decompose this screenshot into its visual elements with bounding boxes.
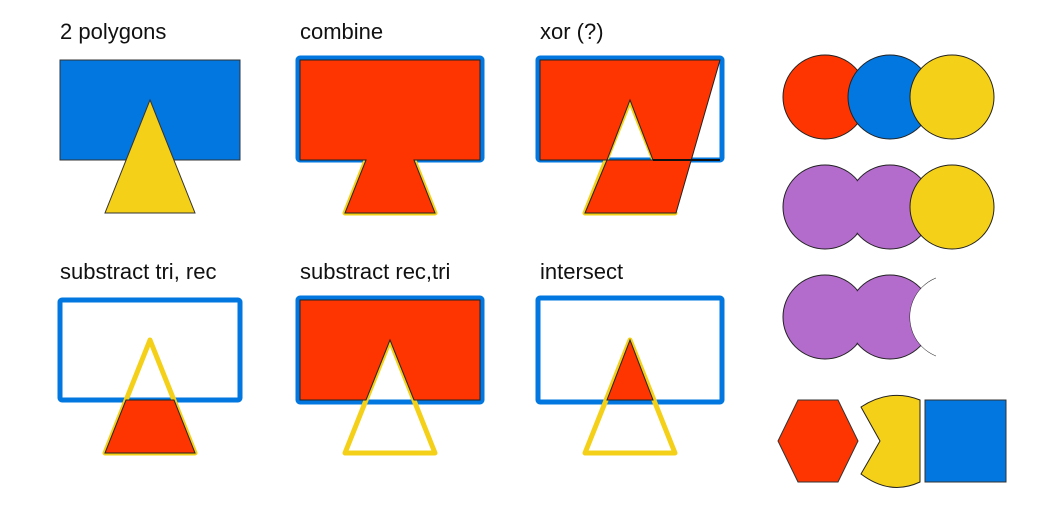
difference-shape	[299, 299, 481, 401]
yellow-circle	[909, 54, 995, 140]
intersect-result	[535, 295, 725, 456]
circles-row-3	[782, 270, 1006, 365]
xor-shape	[539, 59, 721, 214]
triangle	[104, 98, 196, 214]
yellow-circle	[909, 164, 995, 250]
bite-fill	[910, 275, 994, 359]
two-polygons	[59, 59, 241, 214]
subtract-tri-rec-result	[57, 297, 243, 456]
label-xor: xor (?)	[540, 19, 604, 44]
triangle-outline	[582, 337, 678, 456]
combine-result	[295, 55, 485, 216]
intersection-shape	[606, 338, 654, 401]
label-2-polygons: 2 polygons	[60, 19, 167, 44]
circles-row-1	[782, 54, 995, 140]
yellow-cut-shape	[860, 394, 921, 488]
rectangle-outline	[535, 295, 725, 405]
union-shape	[299, 59, 481, 214]
shapes-row-4	[777, 394, 1007, 488]
difference-shape	[104, 399, 196, 454]
label-intersect: intersect	[540, 259, 624, 284]
union-fill	[784, 166, 866, 248]
union-fill	[784, 276, 866, 358]
rectangle-outline	[295, 295, 485, 405]
red-hexagon	[777, 399, 859, 483]
label-combine: combine	[300, 19, 384, 44]
label-subtract-rec-tri: substract rec,tri	[300, 259, 451, 284]
xor-result	[535, 55, 725, 216]
circles-row-2	[782, 164, 995, 250]
label-subtract-tri-rec: substract tri, rec	[60, 259, 217, 284]
subtract-rec-tri-result	[295, 295, 485, 456]
rectangle-outline	[57, 297, 243, 403]
blue-square	[924, 399, 1007, 483]
